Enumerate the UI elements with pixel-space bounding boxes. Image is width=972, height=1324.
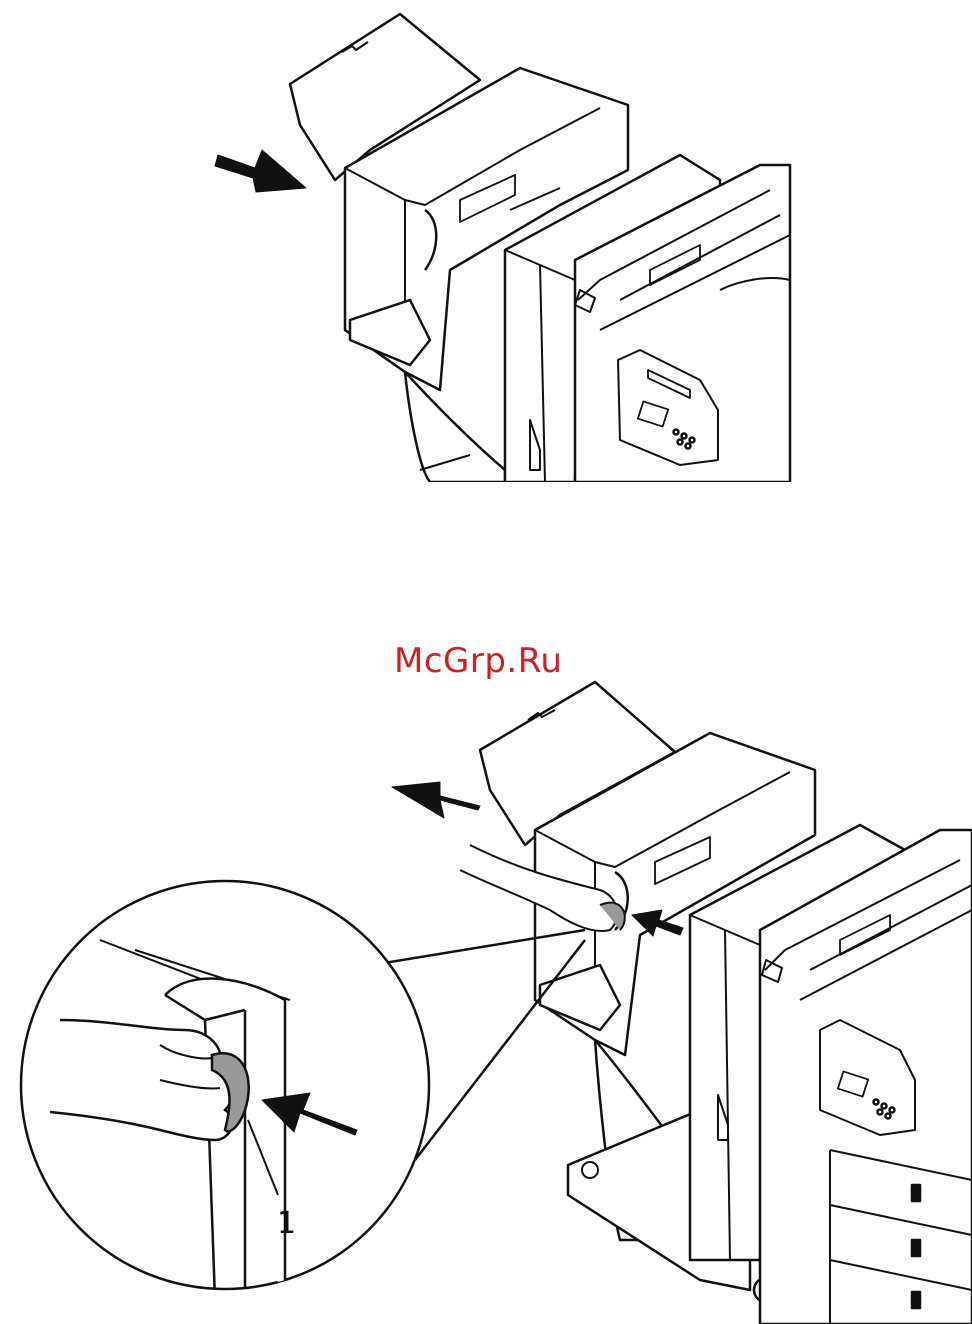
insert-arrow-icon <box>215 150 306 192</box>
top-figure <box>215 14 790 482</box>
watermark-text: McGrp.Ru <box>394 641 562 681</box>
remove-arrow-icon <box>392 782 480 818</box>
callout-1-label: 1 <box>277 1206 296 1241</box>
magnifier-callout: 1 <box>21 881 585 1300</box>
bottom-figure <box>392 682 972 1324</box>
